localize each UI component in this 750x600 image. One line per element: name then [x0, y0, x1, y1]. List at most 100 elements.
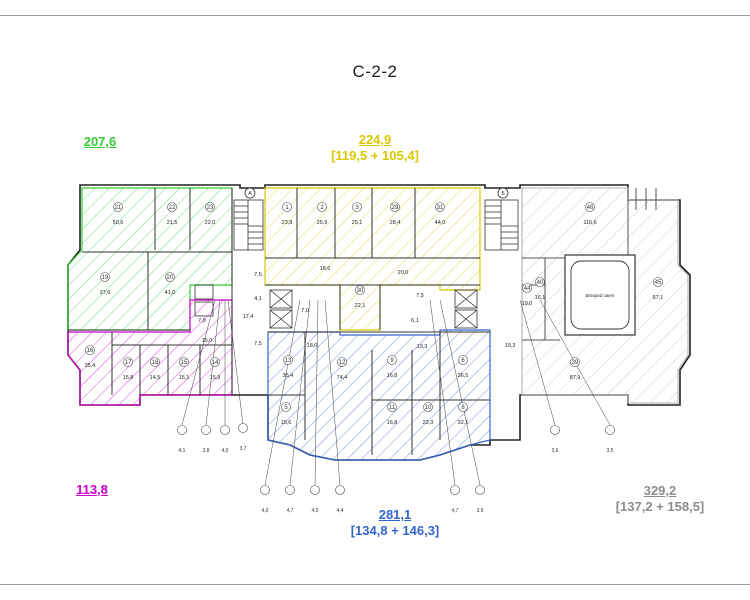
zone-yellow-breakdown: [119,5 + 105,4] — [331, 148, 419, 163]
corridor-area: 19,3 — [505, 343, 516, 349]
room-1: 123,8 — [282, 202, 293, 226]
room-number-marker — [355, 285, 365, 295]
room-number: 3 — [355, 205, 359, 211]
room-number: 30 — [357, 288, 364, 294]
room-area: 87,9 — [570, 375, 581, 381]
callout-dimension: 4,7 — [287, 508, 294, 514]
room-area: 32,1 — [458, 420, 469, 426]
corridor-area: 17,4 — [243, 314, 254, 320]
room-area: 15,9 — [210, 375, 221, 381]
callout-dimension: 3,6 — [552, 448, 559, 454]
room-6: 636,5 — [458, 355, 468, 379]
room-area: 19,0 — [522, 301, 533, 307]
room-area: 16,8 — [387, 373, 398, 379]
room-number: 14 — [212, 360, 219, 366]
room-number: 19 — [102, 275, 109, 281]
zone-gray-breakdown: [137,2 + 158,5] — [615, 499, 705, 514]
room-area: 116,6 — [583, 220, 596, 226]
corridor-area: 18,6 — [320, 266, 331, 272]
room-number: 8 — [461, 405, 465, 411]
callout-dimension: 3,8 — [203, 448, 210, 454]
callout-marker — [310, 485, 320, 495]
zone-blue-breakdown: [134,8 + 146,3] — [350, 523, 440, 538]
room-number: 31 — [437, 205, 444, 211]
zone-yellow-total: 224,9 — [358, 132, 392, 147]
room-number: 40 — [537, 280, 544, 286]
callout-marker — [475, 485, 485, 495]
callout-marker — [550, 425, 560, 435]
room-area: 21,5 — [167, 220, 178, 226]
room-number-marker — [317, 202, 327, 212]
room-number: 9 — [390, 358, 394, 364]
room-number: 20 — [167, 275, 174, 281]
elevator-shafts — [194, 284, 478, 329]
room-area: 41,0 — [165, 290, 176, 296]
room-31: 31 44,0 — [435, 202, 446, 226]
corridor-area: 18,0 — [307, 343, 318, 349]
room-area: 16,1 — [535, 295, 546, 301]
callout-marker — [605, 425, 615, 435]
corridor-area: 20,0 — [398, 270, 409, 276]
room-number: 39 — [572, 360, 579, 366]
room-number: 12 — [339, 360, 346, 366]
room-number-marker — [100, 272, 110, 282]
room-area: 22,1 — [355, 303, 366, 309]
callout-dimension: 4,0 — [222, 448, 229, 454]
zone-magenta-total: 113,8 — [76, 482, 108, 497]
room-number-marker — [352, 202, 362, 212]
room-number: 13 — [285, 358, 292, 364]
callout-dimension: 3,9 — [477, 508, 484, 514]
room-14: 14 15,9 — [210, 357, 221, 381]
room-number-marker — [423, 402, 433, 412]
room-number-marker — [283, 355, 293, 365]
second-light-atrium: Второй свет — [564, 254, 636, 336]
room-number-marker — [435, 202, 445, 212]
room-number: 46 — [587, 205, 594, 211]
callout-marker — [335, 485, 345, 495]
room-2: 225,9 — [317, 202, 328, 226]
room-number: 45 — [655, 280, 662, 286]
corridor-area: 4,1 — [254, 296, 262, 302]
room-number-marker — [387, 355, 397, 365]
zone-green-total-block: 207,6 — [70, 134, 130, 150]
second-light-label: Второй свет — [586, 292, 615, 298]
zone-blue-total: 281,1 — [378, 507, 412, 522]
corridor-area: 7,5 — [254, 272, 262, 278]
room-area: 23,8 — [282, 220, 293, 226]
room-area: 15,6 — [281, 420, 292, 426]
room-number-marker — [535, 277, 545, 287]
axis-marker-b — [497, 187, 509, 199]
corridor-area: 7,9 — [198, 318, 206, 324]
room-number-marker — [282, 202, 292, 212]
room-number-marker — [281, 402, 291, 412]
room-number-marker — [458, 402, 468, 412]
callout-marker — [260, 485, 270, 495]
room-number: 5 — [284, 405, 288, 411]
room-3: 325,1 — [352, 202, 362, 226]
stair-b — [484, 199, 519, 251]
room-number-marker — [458, 355, 468, 365]
zone-magenta-total-block: 113,8 — [62, 482, 122, 498]
callout-marker — [177, 425, 187, 435]
room-number: 2 — [320, 205, 324, 211]
room-number-marker — [570, 357, 580, 367]
room-8: 832,1 — [458, 402, 469, 426]
room-number: 6 — [461, 358, 465, 364]
room-area: 44,0 — [435, 220, 446, 226]
callout-dimension: 3,5 — [607, 448, 614, 454]
room-number-marker — [165, 272, 175, 282]
room-area: 25,9 — [317, 220, 328, 226]
zone-gray-block: 329,2 [137,2 + 158,5] — [595, 483, 725, 515]
room-number: 15 — [181, 360, 188, 366]
corridor-area: 7,0 — [301, 308, 309, 314]
room-number: 17 — [125, 360, 132, 366]
room-area: 37,6 — [100, 290, 111, 296]
